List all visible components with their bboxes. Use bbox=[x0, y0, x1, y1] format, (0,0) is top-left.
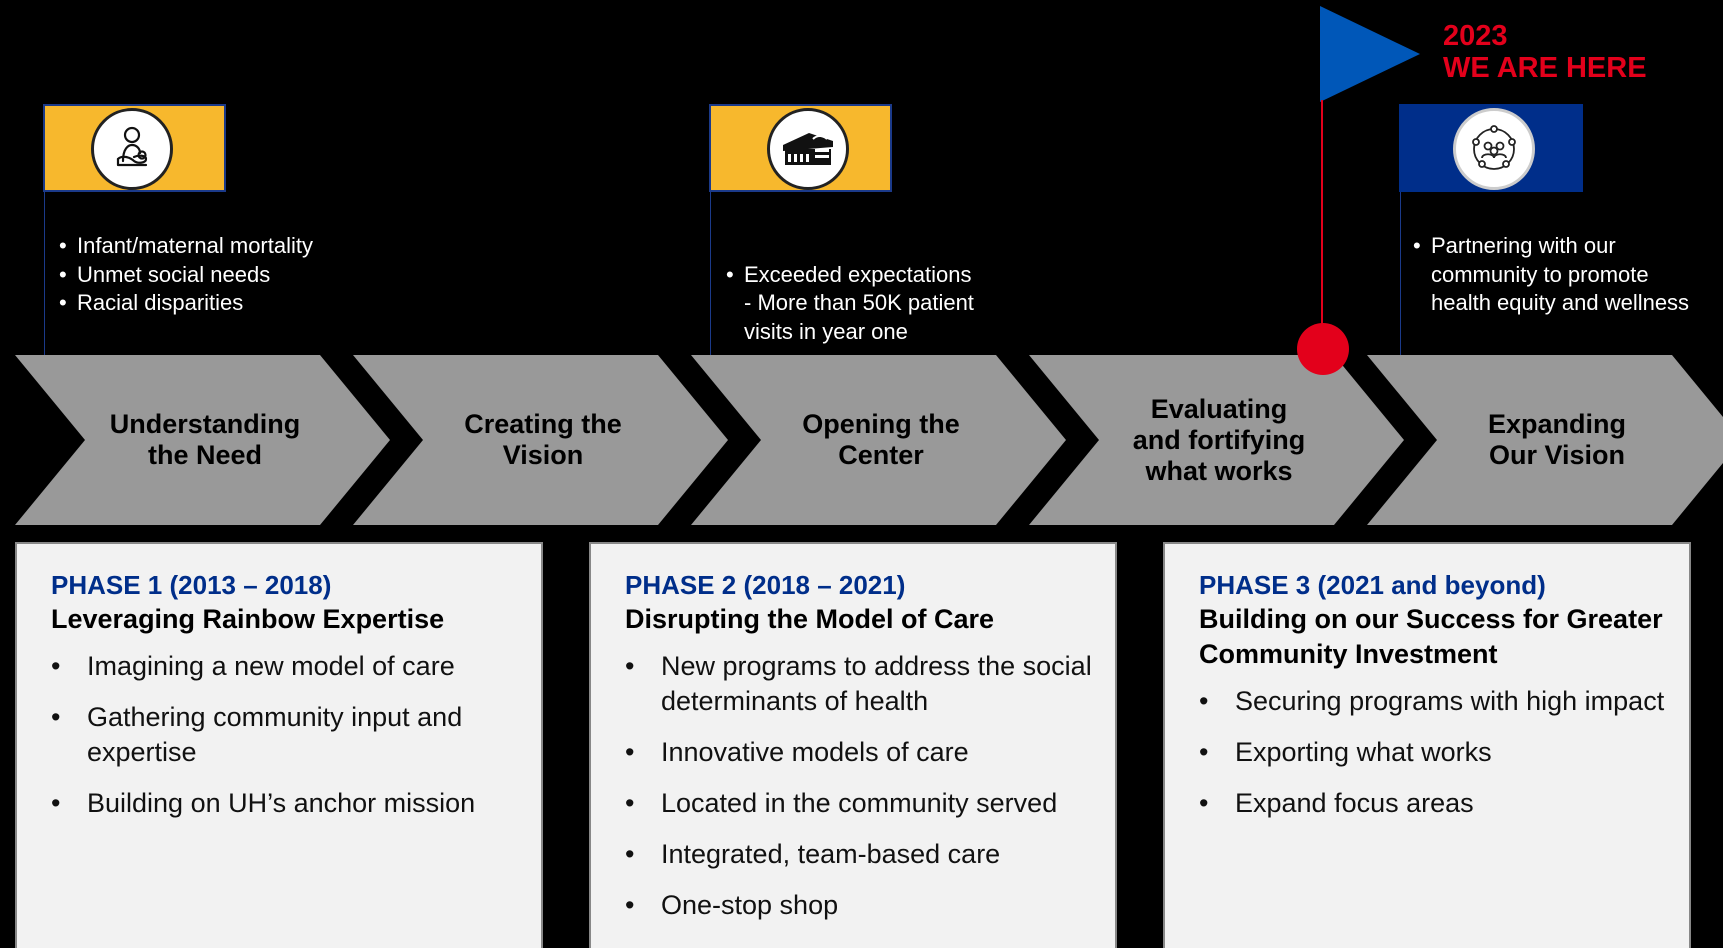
flag-opening bbox=[709, 104, 892, 192]
phase-bullet: Integrated, team-based care bbox=[625, 837, 1095, 872]
current-position-dot bbox=[1297, 323, 1349, 375]
phase-bullet: New programs to address the social deter… bbox=[625, 649, 1095, 719]
chevron-label-opening: Opening the Center bbox=[802, 409, 960, 470]
phase-bullet: Imagining a new model of care bbox=[51, 649, 521, 684]
callout-item: Racial disparities bbox=[57, 289, 387, 318]
flag-understanding bbox=[43, 104, 226, 192]
flag-pole-1 bbox=[44, 185, 45, 355]
chevron-label-expanding: Expanding Our Vision bbox=[1487, 409, 1626, 470]
phase-card-1: PHASE 1 (2013 – 2018) Leveraging Rainbow… bbox=[15, 542, 543, 948]
flag-pole-3 bbox=[1400, 185, 1401, 355]
pennant-flag bbox=[1320, 6, 1420, 102]
current-year: 2023 bbox=[1443, 20, 1508, 52]
phase-card-2: PHASE 2 (2018 – 2021) Disrupting the Mod… bbox=[589, 542, 1117, 948]
phase-bullet: Securing programs with high impact bbox=[1199, 684, 1669, 719]
callout-opening: Exceeded expectations - More than 50K pa… bbox=[724, 232, 1014, 375]
phase-card-3: PHASE 3 (2021 and beyond) Building on ou… bbox=[1163, 542, 1691, 948]
we-are-here-text: WE ARE HERE bbox=[1443, 52, 1647, 84]
phase-bullets: New programs to address the social deter… bbox=[625, 649, 1095, 923]
phase-subtitle: Disrupting the Model of Care bbox=[625, 604, 995, 634]
chevron-label-understanding: Understanding the Need bbox=[109, 409, 301, 470]
community-group-icon bbox=[1453, 108, 1535, 190]
phase-bullet: Gathering community input and expertise bbox=[51, 700, 521, 770]
mother-baby-icon bbox=[91, 108, 173, 190]
callout-expanding: Partnering with our community to promote… bbox=[1411, 232, 1711, 318]
phase-bullet: Expand focus areas bbox=[1199, 786, 1669, 821]
phase-title: PHASE 1 (2013 – 2018) bbox=[51, 570, 332, 600]
phase-subtitle: Building on our Success for Greater Comm… bbox=[1199, 604, 1663, 669]
chevron-shape-4 bbox=[1029, 355, 1404, 525]
building-icon bbox=[767, 108, 849, 190]
current-position-pole bbox=[1321, 100, 1323, 340]
chevron-label-creating: Creating the Vision bbox=[464, 409, 622, 470]
phase-bullet: Exporting what works bbox=[1199, 735, 1669, 770]
phase-bullets: Securing programs with high impact Expor… bbox=[1199, 684, 1669, 821]
phase-subtitle: Leveraging Rainbow Expertise bbox=[51, 604, 445, 634]
flag-pole-2 bbox=[710, 185, 711, 355]
phase-bullet: One-stop shop bbox=[625, 888, 1095, 923]
callout-item: Infant/maternal mortality bbox=[57, 232, 387, 261]
phase-title: PHASE 3 (2021 and beyond) bbox=[1199, 570, 1546, 600]
chevron-shape-5 bbox=[1367, 355, 1723, 525]
phase-bullet: Building on UH’s anchor mission bbox=[51, 786, 521, 821]
callout-item: Partnering with our community to promote… bbox=[1411, 232, 1711, 318]
callout-item: Exceeded expectations - More than 50K pa… bbox=[724, 261, 1014, 347]
phase-title: PHASE 2 (2018 – 2021) bbox=[625, 570, 906, 600]
phase-bullets: Imagining a new model of care Gathering … bbox=[51, 649, 521, 821]
chevron-shape-1 bbox=[15, 355, 390, 525]
callout-item: Unmet social needs bbox=[57, 261, 387, 290]
callout-understanding: Infant/maternal mortality Unmet social n… bbox=[57, 232, 387, 318]
chevron-label-evaluating: Evaluating and fortifying what works bbox=[1132, 393, 1306, 486]
flag-expanding bbox=[1399, 104, 1583, 192]
current-position-label: 2023 WE ARE HERE bbox=[1443, 20, 1647, 84]
chevron-shape-3 bbox=[691, 355, 1066, 525]
phase-bullet: Innovative models of care bbox=[625, 735, 1095, 770]
chevron-shape-2 bbox=[353, 355, 728, 525]
phase-bullet: Located in the community served bbox=[625, 786, 1095, 821]
